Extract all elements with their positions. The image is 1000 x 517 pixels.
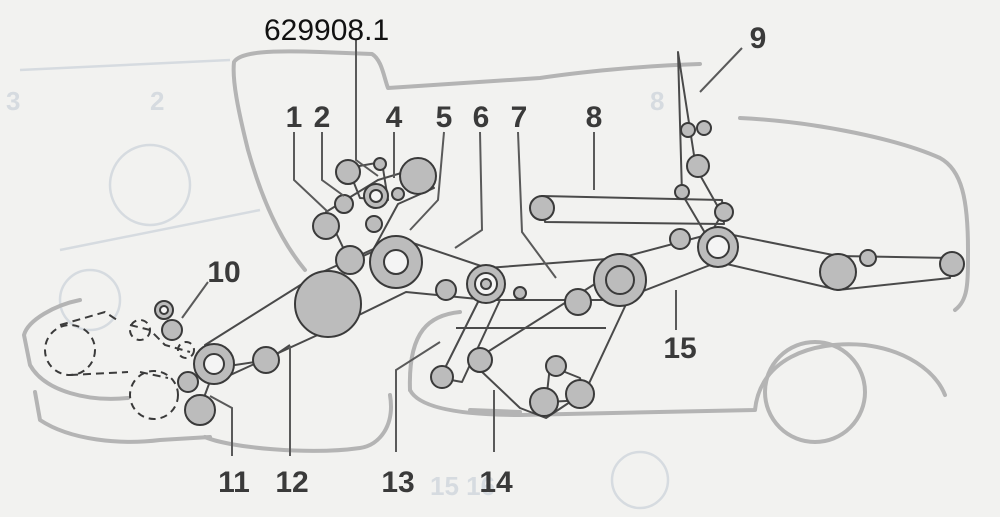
callout-7: 7 [511,101,528,134]
svg-text:2: 2 [150,86,164,116]
callout-12: 12 [275,466,308,499]
callout-8: 8 [586,101,603,134]
pulleys [154,120,965,426]
reference-label: 629908.1 [264,14,389,47]
background-show-through: 3 2 8 15 16 [6,58,670,510]
callout-2: 2 [314,101,331,134]
leader-lines [181,40,743,456]
svg-text:15 16: 15 16 [430,471,495,501]
callout-1: 1 [286,101,303,134]
svg-text:3: 3 [6,86,20,116]
callout-labels: 1 2 4 5 6 7 8 9 10 11 12 13 14 15 [207,22,766,499]
callout-13: 13 [381,466,414,499]
header-dashed [44,310,195,420]
callout-4: 4 [386,101,403,134]
callout-9: 9 [750,22,767,55]
callout-14: 14 [479,466,513,499]
svg-text:8: 8 [650,86,664,116]
callout-15: 15 [663,332,696,365]
reference-number: 629908.1 [264,14,389,47]
callout-5: 5 [436,101,453,134]
callout-6: 6 [473,101,490,134]
machine-outline [22,49,970,453]
callout-10: 10 [207,256,240,289]
callout-11: 11 [218,466,250,499]
pulley-12-large [294,270,362,338]
